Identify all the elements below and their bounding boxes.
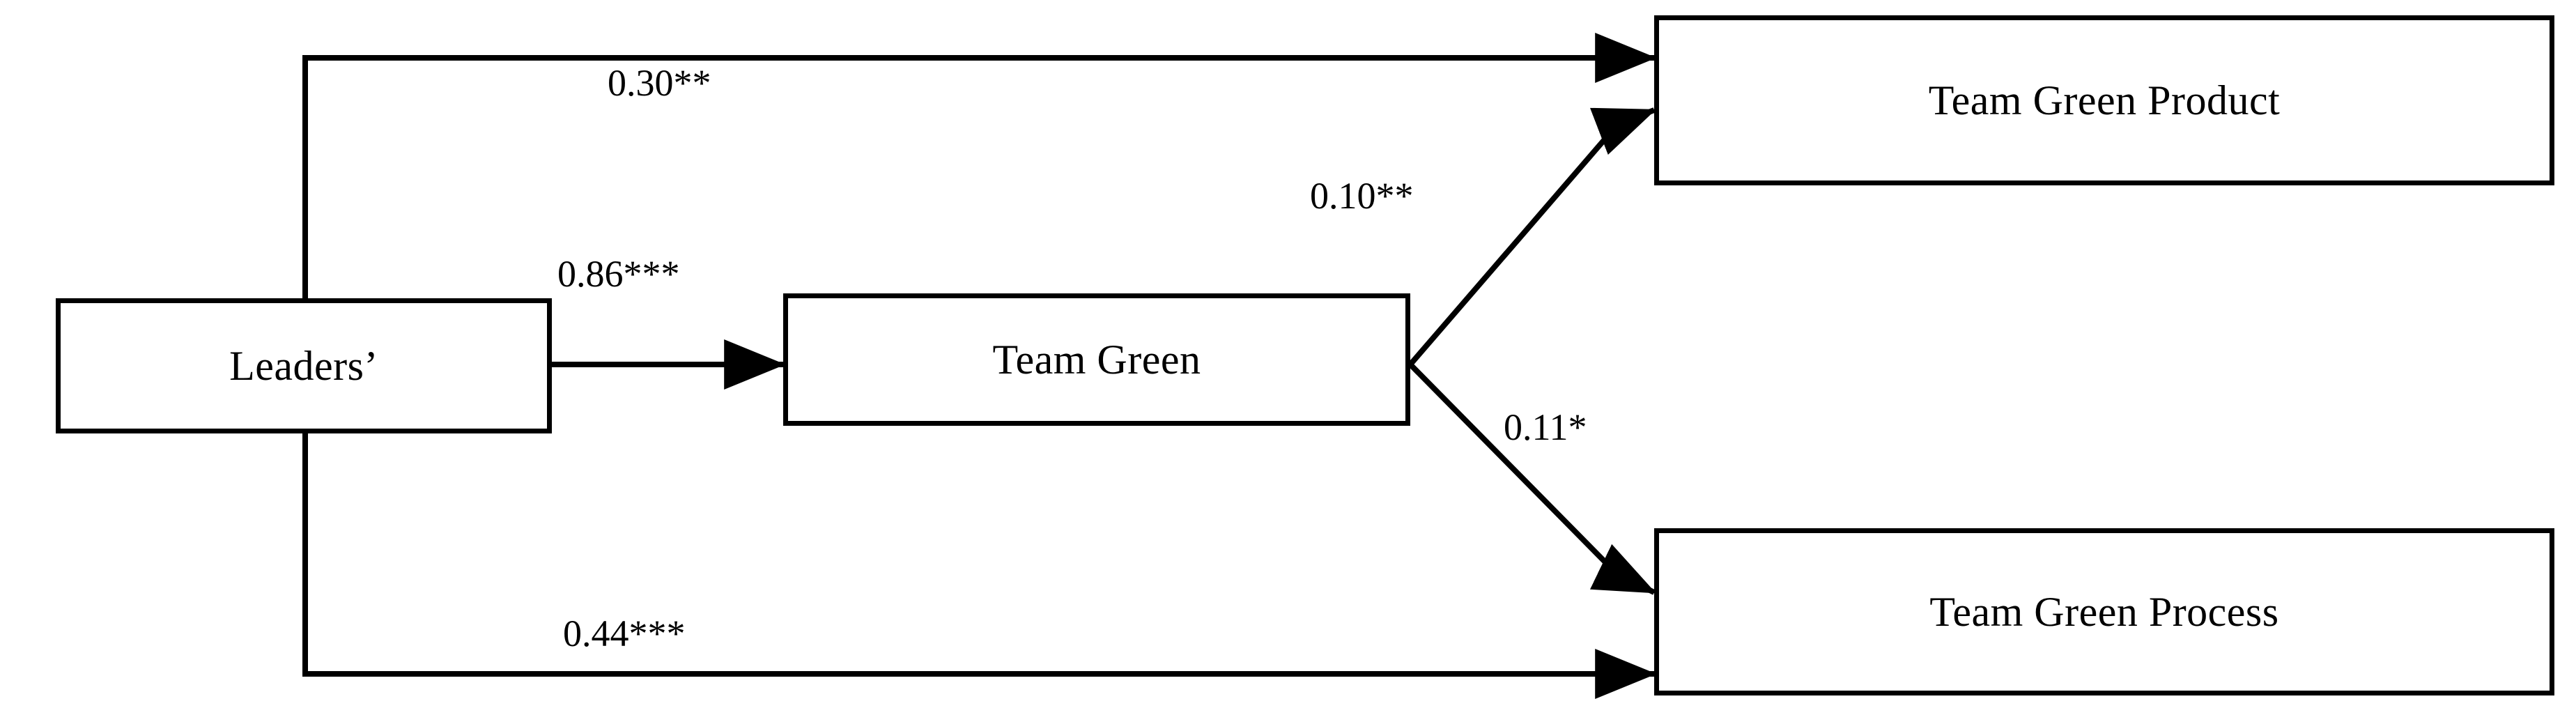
node-leaders-label: Leaders’ [229, 343, 378, 389]
path-arrow-team-green-to-product [1407, 107, 1656, 367]
node-team-green-process-label: Team Green Process [1929, 589, 2279, 635]
node-team-green-product[interactable]: Team Green Product [1654, 15, 2554, 185]
path-label-leaders-to-product: 0.30** [608, 62, 711, 104]
path-arrow-team-green-to-process [1408, 362, 1656, 595]
path-arrow-leaders-to-product [302, 33, 1657, 298]
path-label-team-green-to-process: 0.11* [1504, 406, 1587, 448]
node-team-green-process[interactable]: Team Green Process [1654, 528, 2554, 695]
node-leaders[interactable]: Leaders’ [56, 298, 552, 433]
node-team-green-product-label: Team Green Product [1928, 77, 2281, 123]
node-team-green-label: Team Green [992, 337, 1201, 383]
path-label-team-green-to-product: 0.10** [1310, 175, 1414, 217]
path-label-leaders-to-process: 0.44*** [563, 613, 686, 654]
path-label-leaders-to-team-green: 0.86*** [557, 253, 680, 295]
node-team-green[interactable]: Team Green [783, 293, 1410, 426]
path-arrow-leaders-to-process [302, 433, 1657, 699]
